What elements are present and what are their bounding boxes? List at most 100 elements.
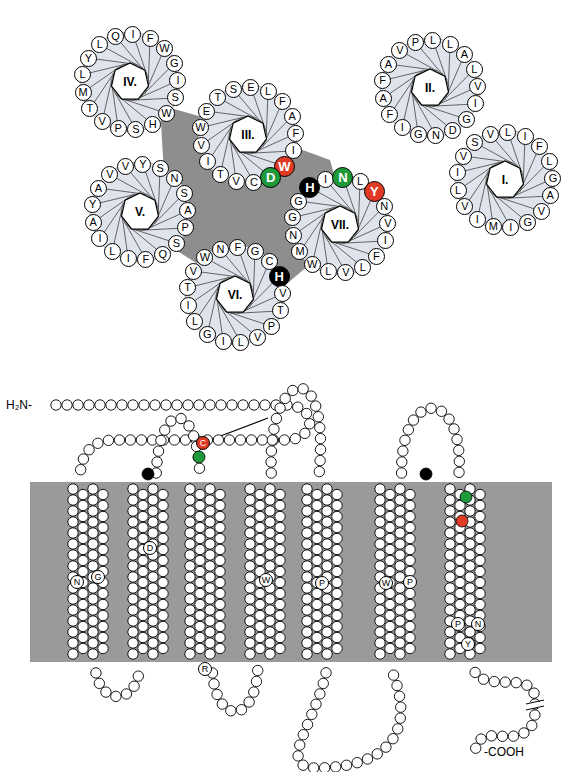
residue-dot — [255, 610, 265, 620]
residue-dot — [408, 415, 418, 425]
residue-dot — [321, 668, 331, 678]
residue-letter: W — [195, 122, 205, 133]
residue-dot — [68, 616, 78, 626]
residue-letter: L — [430, 35, 436, 46]
residue-dot — [205, 561, 215, 571]
residue-dot — [332, 566, 342, 576]
residue-dot — [266, 468, 276, 478]
residue-dot — [215, 511, 225, 521]
residue-dot — [275, 555, 285, 565]
residue-dot — [128, 583, 138, 593]
residue-dot — [260, 400, 270, 410]
residue-circle: I — [467, 95, 484, 112]
residue-dot — [332, 544, 342, 554]
residue-dot — [68, 638, 78, 648]
residue-dot — [125, 435, 135, 445]
residue-dot — [530, 710, 540, 720]
residue-circle: S — [466, 134, 483, 151]
helix-number: I. — [502, 174, 509, 186]
residue-dot — [405, 643, 415, 653]
helix-wheel — [198, 85, 298, 185]
residue-dot — [195, 588, 205, 598]
residue-dot — [301, 408, 311, 418]
residue-letter: I — [131, 29, 134, 40]
residue-dot — [444, 414, 454, 424]
residue-dot — [148, 572, 158, 582]
residue-dot — [302, 627, 312, 637]
residue-dot — [251, 676, 261, 686]
residue-dot — [78, 610, 88, 620]
residue-dot — [73, 400, 83, 410]
residue-dot — [158, 621, 168, 631]
residue-dot — [452, 434, 462, 444]
residue-circle: G — [199, 326, 216, 343]
residue-letter: Y — [85, 53, 92, 64]
residue-letter: S — [173, 238, 180, 249]
residue-letter: V — [197, 140, 204, 151]
helix-outline — [217, 276, 254, 312]
residue-dot — [195, 555, 205, 565]
residue-dot — [375, 517, 385, 527]
residue-dot — [405, 544, 415, 554]
residue-dot — [275, 544, 285, 554]
residue-dot — [185, 561, 195, 571]
residue-letter: N — [432, 130, 440, 141]
residue-dot — [128, 605, 138, 615]
residue-circle: F — [374, 72, 391, 89]
residue-dot — [275, 403, 285, 413]
residue-dot — [375, 638, 385, 648]
residue-dot — [394, 691, 404, 701]
residue-circle: I — [180, 297, 197, 314]
residue-letter: F — [536, 141, 543, 152]
residue-dot — [395, 616, 405, 626]
residue-dot — [138, 588, 148, 598]
residue-dot — [183, 400, 193, 410]
residue-letter: P — [455, 620, 461, 629]
residue-dot — [465, 594, 475, 604]
residue-dot — [312, 632, 322, 642]
residue-dot — [266, 457, 276, 467]
residue-dot — [245, 550, 255, 560]
residue-dot — [396, 468, 406, 478]
residue-dot — [497, 731, 507, 741]
residue-circle: I — [124, 26, 141, 43]
residue-letter: V — [233, 176, 240, 187]
residue-dot — [405, 588, 415, 598]
residue-dot — [312, 610, 322, 620]
residue-dot — [527, 720, 537, 730]
residue-dot — [455, 588, 465, 598]
residue-dot — [195, 621, 205, 631]
residue-dot — [195, 599, 205, 609]
residue-dot — [388, 734, 398, 744]
residue-dot — [128, 572, 138, 582]
residue-dot — [138, 577, 148, 587]
residue-letter: W — [161, 108, 171, 119]
residue-dot — [195, 533, 205, 543]
residue-dot — [255, 522, 265, 532]
residue-dot — [78, 511, 88, 521]
residue-circle: I — [120, 250, 137, 267]
residue-dot — [385, 522, 395, 532]
residue-dot — [271, 413, 281, 423]
residue-letter: E — [203, 106, 210, 117]
residue-dot — [475, 555, 485, 565]
residue-letter: V — [487, 129, 494, 140]
residue-circle: D — [444, 122, 461, 139]
residue-dot — [78, 500, 88, 510]
residue-dot — [68, 517, 78, 527]
residue-letter: V — [190, 266, 197, 277]
residue-dot — [322, 594, 332, 604]
residue-dot — [238, 400, 248, 410]
residue-dot — [508, 731, 518, 741]
residue-letter: N — [338, 171, 347, 184]
residue-dot — [385, 555, 395, 565]
residue-letter: G — [170, 58, 179, 69]
key-residue-dot — [193, 451, 205, 463]
residue-letter: W — [307, 259, 317, 270]
residue-dot — [78, 555, 88, 565]
residue-dot — [405, 533, 415, 543]
residue-dot — [227, 400, 237, 410]
residue-dot — [332, 555, 342, 565]
residue-dot — [322, 605, 332, 615]
residue-letter: I — [292, 145, 295, 156]
